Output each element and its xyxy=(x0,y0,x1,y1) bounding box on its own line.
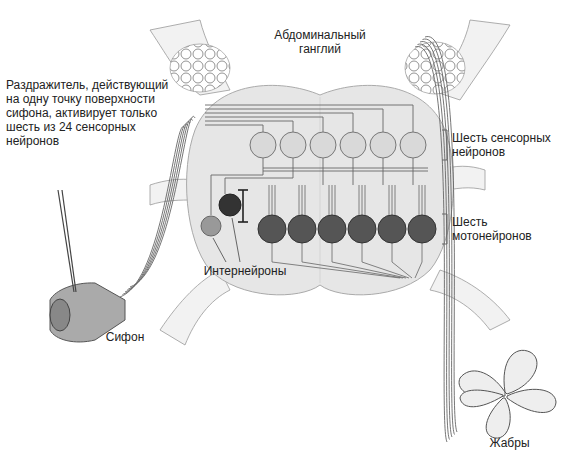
part-label: Шесть сенсорных нейронов xyxy=(452,131,572,159)
node-label: Абдоминальный ганглий xyxy=(255,28,385,56)
part-label: Интернейроны xyxy=(190,264,300,278)
siphon: Сифон xyxy=(40,278,155,353)
nerve-bundle xyxy=(415,37,457,442)
node-label: Жабры xyxy=(480,436,540,450)
node-label: Сифон xyxy=(95,330,155,344)
gills: Жабры xyxy=(452,342,567,450)
nerve-bundle xyxy=(120,116,195,297)
callout-note: Раздражитель, действующий на одну точку … xyxy=(6,78,184,148)
part-label: Шесть мотонейронов xyxy=(452,215,562,243)
ganglion: Абдоминальный ганглий xyxy=(190,28,450,300)
